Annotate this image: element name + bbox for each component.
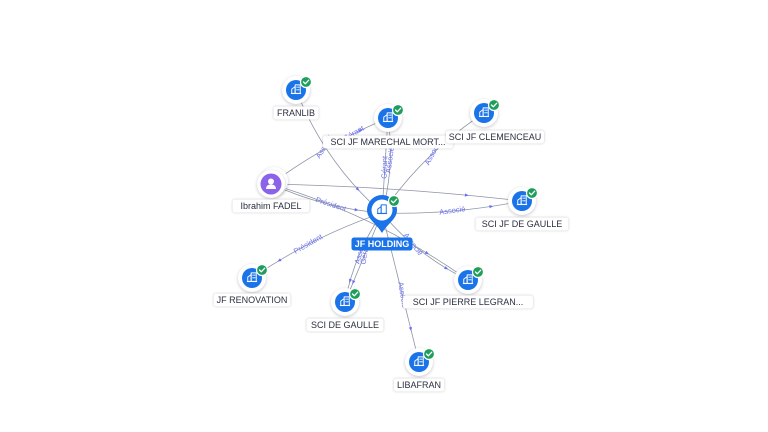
edge-arrow	[358, 129, 363, 133]
edge-arrow	[352, 279, 356, 285]
check-badge-icon	[387, 194, 401, 208]
svg-text:JF RENOVATION: JF RENOVATION	[217, 295, 288, 305]
svg-text:JF HOLDING: JF HOLDING	[355, 239, 410, 249]
building-icon	[462, 274, 474, 285]
edge-arrow	[464, 193, 469, 197]
building-icon	[339, 296, 351, 307]
node-holding[interactable]: JF HOLDING	[351, 194, 413, 251]
edge-label: Président	[314, 195, 348, 214]
node-label: FRANLIB	[273, 106, 319, 120]
edge-fadel-jfdegaulle	[270, 183, 523, 202]
edge-fadel-pierre	[270, 183, 469, 281]
building-icon	[290, 84, 302, 95]
svg-text:SCI JF PIERRE LEGRAN...: SCI JF PIERRE LEGRAN...	[413, 297, 524, 307]
edge-arrow	[444, 266, 449, 270]
person-icon	[266, 178, 276, 189]
edge-arrow	[354, 208, 359, 212]
check-badge-icon	[487, 98, 501, 112]
node-label: SCI JF DE GAULLE	[475, 217, 569, 231]
building-icon	[376, 204, 388, 215]
node-libafran[interactable]: LIBAFRAN	[393, 347, 445, 392]
node-marechal[interactable]: SCI JF MARECHAL MORT...	[323, 103, 453, 149]
edge-holding-scidegaulle: Gérant	[344, 212, 383, 303]
center-node-label: JF HOLDING	[351, 237, 413, 251]
node-label: SCI JF CLEMENCEAU	[445, 130, 545, 144]
svg-text:FRANLIB: FRANLIB	[277, 108, 315, 118]
node-label: JF RENOVATION	[213, 293, 291, 307]
edge-line	[270, 117, 389, 185]
svg-text:SCI JF CLEMENCEAU: SCI JF CLEMENCEAU	[449, 132, 542, 142]
check-badge-icon	[299, 75, 313, 89]
edge-arrow	[355, 186, 360, 191]
node-label: SCI JF MARECHAL MORT...	[323, 135, 453, 149]
edge-label: Associé	[383, 146, 396, 173]
check-badge-icon	[525, 186, 539, 200]
check-badge-icon	[422, 347, 436, 361]
check-badge-icon	[255, 263, 269, 277]
svg-text:SCI DE GAULLE: SCI DE GAULLE	[311, 320, 379, 330]
edge-arrow	[277, 258, 282, 262]
edge-line	[295, 89, 383, 214]
edge-arrow	[408, 326, 412, 332]
check-badge-icon	[471, 265, 485, 279]
svg-text:LIBAFRAN: LIBAFRAN	[397, 380, 441, 390]
building-icon	[478, 107, 490, 118]
node-scidegaulle[interactable]: SCI DE GAULLE	[306, 287, 384, 332]
edge-arrow	[348, 278, 353, 284]
node-renovation[interactable]: JF RENOVATION	[213, 263, 291, 307]
svg-text:SCI JF MARECHAL MORT...: SCI JF MARECHAL MORT...	[330, 137, 445, 147]
nodes-layer: FRANLIB SCI JF MARECHAL MORT... SCI JF CLE…	[213, 75, 569, 392]
svg-text:Ibrahim FADEL: Ibrahim FADEL	[240, 201, 301, 211]
edge-fadel-marechal: Gérant	[270, 117, 389, 185]
edge-label: Associé	[439, 204, 466, 217]
edge-holding-libafran: Associé	[381, 212, 420, 363]
building-icon	[516, 195, 528, 206]
svg-text:SCI JF DE GAULLE: SCI JF DE GAULLE	[482, 219, 563, 229]
node-label: SCI JF PIERRE LEGRAN...	[403, 295, 533, 309]
node-label: SCI DE GAULLE	[306, 318, 384, 332]
node-franlib[interactable]: FRANLIB	[273, 75, 319, 120]
node-fadel[interactable]: Ibrahim FADEL	[232, 167, 310, 213]
edge-label: Président	[292, 232, 325, 256]
building-icon	[413, 356, 425, 367]
building-icon	[382, 112, 394, 123]
edge-arrow	[489, 205, 494, 209]
check-badge-icon	[391, 103, 405, 117]
check-badge-icon	[348, 287, 362, 301]
building-icon	[246, 272, 258, 283]
node-jfdegaulle[interactable]: SCI JF DE GAULLE	[475, 186, 569, 231]
edge-holding-jfdegaulle: Associé	[381, 200, 523, 217]
edge-label: Gérant	[379, 155, 389, 179]
edge-line	[381, 200, 523, 214]
edge-line	[270, 183, 469, 281]
edge-line	[270, 183, 523, 202]
node-label: LIBAFRAN	[393, 378, 445, 392]
node-label: Ibrahim FADEL	[232, 199, 310, 213]
node-pierre[interactable]: SCI JF PIERRE LEGRAN...	[403, 265, 533, 309]
edge-arrow	[424, 250, 430, 255]
node-clemenceau[interactable]: SCI JF CLEMENCEAU	[445, 98, 545, 144]
